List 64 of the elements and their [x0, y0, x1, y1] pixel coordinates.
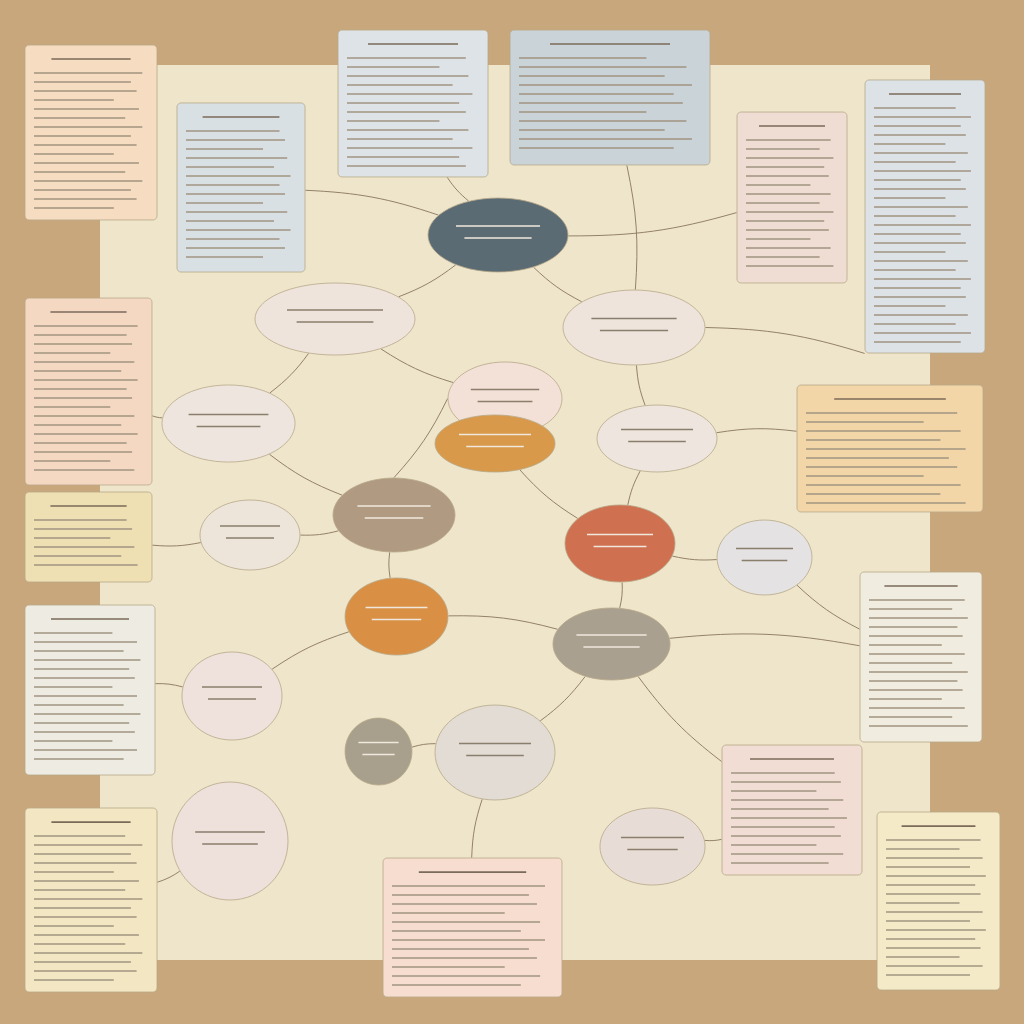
note-card: [796, 384, 984, 513]
cloud-bubble: [599, 807, 706, 886]
cloud-bubble: [562, 289, 706, 366]
note-card: [509, 29, 711, 166]
connector-line: [533, 266, 583, 303]
note-card: [382, 857, 563, 998]
connector-line: [269, 352, 310, 394]
connector-line: [704, 838, 723, 842]
cloud-bubble: [434, 414, 556, 473]
cloud-bubble: [596, 404, 718, 473]
cloud-bubble: [564, 504, 676, 583]
connector-line: [154, 683, 184, 688]
note-card: [736, 111, 848, 284]
connector-line: [671, 555, 718, 561]
connector-line: [796, 584, 861, 630]
connector-line: [446, 176, 470, 202]
connector-line: [398, 264, 457, 298]
connector-line: [151, 542, 202, 547]
connector-line: [716, 428, 798, 434]
connector-line: [704, 327, 866, 354]
connector-line: [637, 676, 723, 762]
connector-line: [567, 212, 738, 237]
connector-line: [626, 164, 638, 291]
cloud-bubble: [344, 577, 449, 656]
connector-line: [447, 615, 559, 630]
note-card: [859, 571, 983, 743]
note-card: [864, 79, 986, 354]
note-card: [876, 811, 1001, 991]
note-card: [721, 744, 863, 876]
connector-line: [519, 469, 579, 519]
cloud-bubble: [552, 607, 671, 681]
note-card: [24, 491, 153, 583]
cloud-bubble: [716, 519, 813, 596]
connector-line: [619, 581, 623, 609]
cloud-bubble: [199, 499, 301, 571]
note-card: [176, 102, 306, 273]
cloud-bubble: [434, 704, 556, 801]
connector-line: [151, 415, 163, 419]
connector-line: [411, 743, 437, 748]
connector-line: [299, 530, 339, 536]
cloud-bubble: [181, 651, 283, 741]
cloud-bubble: [254, 282, 416, 356]
connector-line: [304, 189, 439, 216]
connector-line: [627, 470, 641, 506]
connector-line: [636, 364, 646, 406]
connector-line: [156, 870, 181, 883]
note-card: [337, 29, 489, 178]
note-card: [24, 297, 153, 486]
note-card: [24, 604, 156, 776]
cloud-bubble: [344, 717, 413, 786]
connector-line: [669, 633, 861, 647]
connector-line: [388, 551, 391, 579]
connector-line: [471, 798, 483, 859]
connector-line: [380, 348, 454, 384]
connector-line: [539, 676, 586, 722]
cloud-bubble: [161, 384, 296, 463]
cloud-bubble: [332, 477, 456, 553]
connector-line: [393, 398, 449, 479]
cloud-bubble: [171, 781, 289, 901]
cloud-bubble: [427, 197, 569, 273]
note-card: [24, 807, 158, 993]
connector-line: [269, 453, 343, 496]
connector-line: [271, 631, 350, 670]
note-card: [24, 44, 158, 221]
